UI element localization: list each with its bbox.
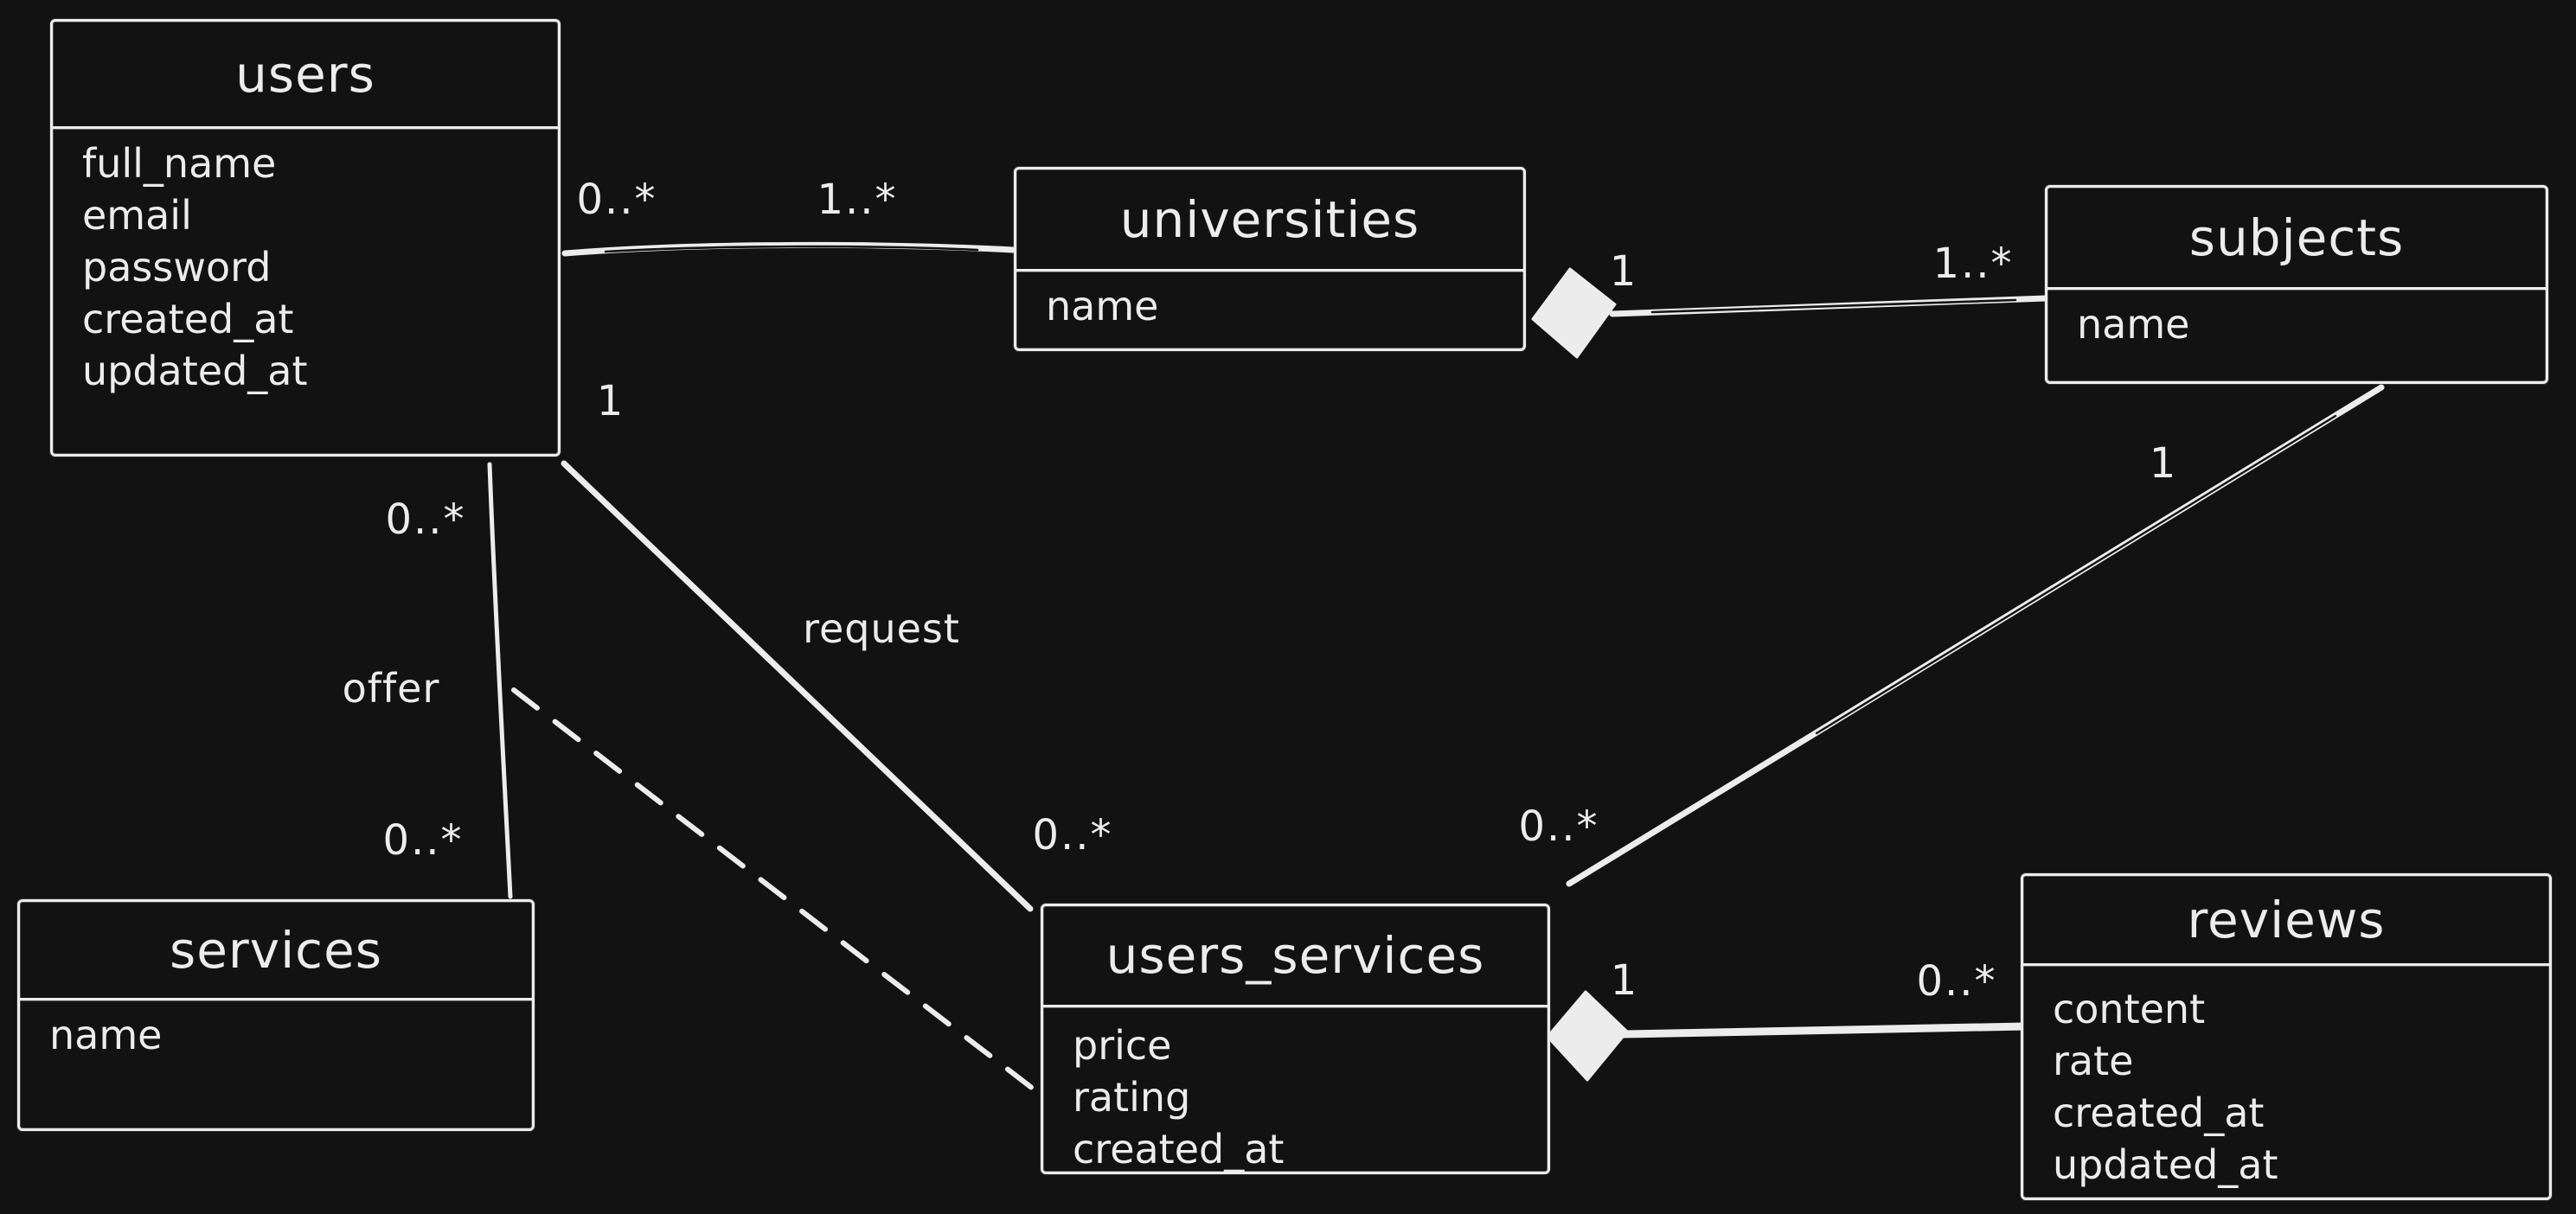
cardinality-universities-side[interactable]: 1..* [817, 176, 898, 224]
cardinality-users_services-diamond[interactable]: 1 [1610, 956, 1639, 1005]
entity-services[interactable]: services name [17, 899, 535, 1131]
line-dashed-offer-users_services[interactable] [511, 687, 1039, 1094]
line-subjects-users_services-core [1815, 414, 2337, 735]
entity-users-header: users [53, 22, 558, 129]
entity-subjects-title: subjects [2188, 208, 2405, 267]
cardinality-users-request[interactable]: 1 [596, 377, 625, 425]
field-name: name [2077, 301, 2190, 348]
field-created_at: created_at [82, 296, 294, 342]
field-content: content [2053, 986, 2206, 1032]
aggregation-diamond-universities[interactable] [1531, 267, 1617, 359]
line-users-universities-core [604, 245, 979, 253]
cardinality-universities-diamond[interactable]: 1 [1609, 247, 1638, 296]
entity-subjects-header: subjects [2047, 188, 2546, 290]
entity-reviews-title: reviews [2187, 890, 2386, 949]
entity-users_services-header: users_services [1043, 906, 1548, 1007]
field-name: name [1046, 283, 1159, 329]
field-name: name [49, 1012, 163, 1058]
field-created_at: created_at [2053, 1089, 2265, 1136]
entity-users-title: users [235, 44, 375, 104]
entity-reviews-fields: content rate created_at updated_at [2023, 966, 2549, 1199]
field-password: password [82, 244, 272, 291]
relation-name-request[interactable]: request [803, 605, 960, 652]
entity-users_services-fields: price rating created_at [1043, 1007, 1548, 1184]
entity-users[interactable]: users full_name email password created_a… [50, 19, 561, 457]
field-price: price [1073, 1022, 1172, 1069]
line-users-universities[interactable] [561, 241, 1016, 257]
entity-subjects-fields: name [2047, 290, 2546, 359]
cardinality-subjects-side[interactable]: 1..* [1932, 240, 2014, 288]
entity-services-header: services [20, 902, 532, 1000]
entity-services-fields: name [20, 1000, 532, 1070]
line-users-services-offer[interactable] [487, 462, 513, 899]
field-rate: rate [2053, 1038, 2134, 1084]
field-rating: rating [1073, 1074, 1191, 1121]
field-updated_at: updated_at [2053, 1141, 2278, 1188]
entity-subjects[interactable]: subjects name [2045, 185, 2548, 384]
cardinality-users_services-subjects[interactable]: 0..* [1518, 802, 1599, 851]
field-created_at: created_at [1073, 1126, 1285, 1172]
entity-reviews-header: reviews [2023, 876, 2549, 966]
field-email: email [82, 192, 192, 239]
entity-services-title: services [170, 920, 382, 980]
entity-universities-title: universities [1119, 189, 1420, 249]
cardinality-services-offer[interactable]: 0..* [382, 816, 464, 865]
cardinality-users_services-request[interactable]: 0..* [1032, 811, 1113, 859]
relation-name-offer[interactable]: offer [342, 665, 440, 712]
cardinality-users-offer[interactable]: 0..* [385, 495, 466, 544]
cardinality-users-universities[interactable]: 0..* [576, 176, 657, 224]
cardinality-reviews-side[interactable]: 0..* [1916, 957, 1997, 1006]
field-full_name: full_name [82, 140, 277, 187]
entity-users-fields: full_name email password created_at upda… [53, 129, 558, 406]
composition-diamond-users_services[interactable] [1546, 990, 1629, 1082]
entity-reviews[interactable]: reviews content rate created_at updated_… [2021, 873, 2552, 1200]
line-universities-subjects-core [1650, 298, 2017, 314]
entity-universities-header: universities [1016, 169, 1523, 272]
entity-users_services-title: users_services [1105, 926, 1485, 985]
entity-universities-fields: name [1016, 272, 1523, 341]
line-users-users_services-request[interactable] [561, 460, 1034, 912]
entity-users_services[interactable]: users_services price rating created_at [1041, 904, 1550, 1174]
field-updated_at: updated_at [82, 348, 308, 394]
entity-universities[interactable]: universities name [1014, 167, 1526, 351]
cardinality-subjects-users_services[interactable]: 1 [2149, 439, 2178, 488]
line-users_services-reviews[interactable] [1620, 1022, 2029, 1038]
